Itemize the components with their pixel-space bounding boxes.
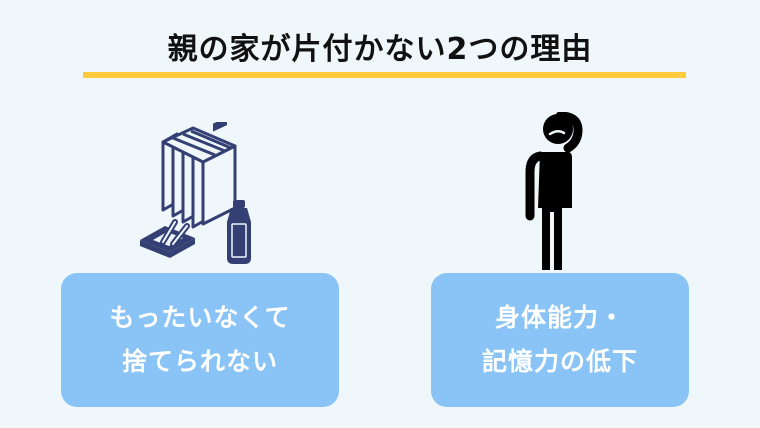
books-bottle-clutter-icon <box>140 122 251 264</box>
reason-2-line-1: 身体能力・ <box>494 303 625 332</box>
reason-card-1: もったいなくて 捨てられない <box>61 273 339 407</box>
reason-1-line-1: もったいなくて <box>109 303 291 332</box>
reason-2-line-2: 記憶力の低下 <box>481 347 638 376</box>
page-title: 親の家が片付かない2つの理由 <box>167 32 593 67</box>
title-underline <box>83 72 686 78</box>
reason-card-2: 身体能力・ 記憶力の低下 <box>431 273 689 407</box>
confused-person-icon <box>525 112 583 270</box>
reason-1-line-2: 捨てられない <box>121 347 278 376</box>
